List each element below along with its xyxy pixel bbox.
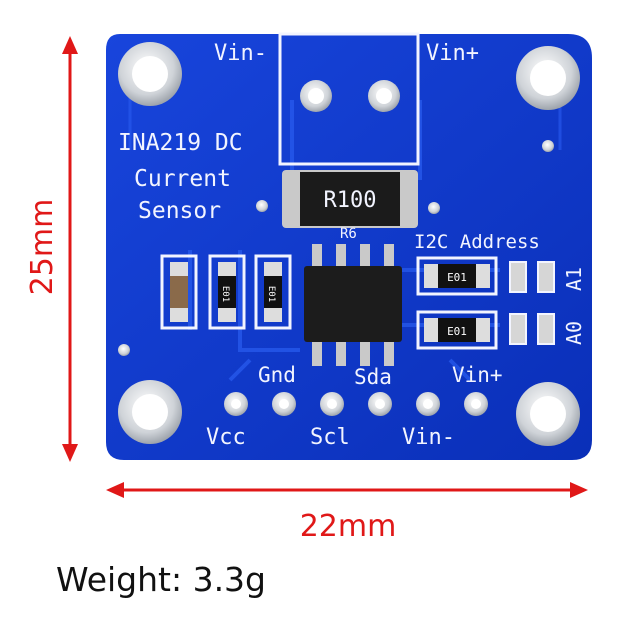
- mounting-hole-top-left: [118, 42, 182, 106]
- pin-label-vin-minus: Vin-: [402, 425, 455, 450]
- label-vin-minus-top: Vin-: [214, 41, 267, 66]
- height-dimension: [62, 36, 78, 462]
- via-dots: [118, 140, 554, 356]
- shunt-ref: R6: [340, 226, 357, 242]
- pin-label-sda: Sda: [354, 365, 392, 389]
- solder-jumper-a1: [509, 261, 555, 293]
- mounting-hole-bottom-right: [516, 382, 580, 446]
- i2c-address-label: I2C Address: [414, 231, 540, 253]
- screw-terminal: [278, 32, 420, 166]
- width-label: 22mm: [300, 509, 397, 544]
- title-line-3: Sensor: [138, 198, 221, 224]
- resistor-left-2: E01: [254, 254, 292, 330]
- label-vin-plus-top: Vin+: [426, 41, 479, 66]
- svg-text:E01: E01: [447, 325, 467, 338]
- header-pins: [224, 392, 488, 416]
- pin-label-vcc: Vcc: [206, 425, 246, 450]
- svg-text:E01: E01: [447, 271, 467, 284]
- pin-label-scl: Scl: [310, 425, 350, 450]
- svg-text:E01: E01: [266, 286, 276, 302]
- weight-caption: Weight: 3.3g: [56, 560, 267, 599]
- a1-label: A1: [562, 267, 586, 291]
- capacitor-left: [160, 254, 198, 330]
- mounting-hole-bottom-left: [118, 380, 182, 444]
- a0-label: A0: [562, 321, 586, 345]
- shunt-marking: R100: [324, 188, 377, 213]
- mounting-hole-top-right: [516, 46, 580, 110]
- pin-label-vin-plus: Vin+: [452, 363, 503, 387]
- title-line-1: INA219 DC: [118, 130, 243, 156]
- width-dimension: [106, 482, 588, 498]
- pin-label-gnd: Gnd: [258, 363, 296, 387]
- svg-text:E01: E01: [220, 286, 230, 302]
- solder-jumper-a0: [509, 313, 555, 345]
- address-resistor-a1: E01: [416, 256, 498, 296]
- height-label: 25mm: [25, 199, 60, 296]
- address-resistor-a0: E01: [416, 310, 498, 350]
- shunt-resistor: R100: [282, 170, 418, 228]
- title-line-2: Current: [134, 166, 231, 192]
- resistor-left-1: E01: [208, 254, 246, 330]
- ina219-chip: [304, 244, 402, 366]
